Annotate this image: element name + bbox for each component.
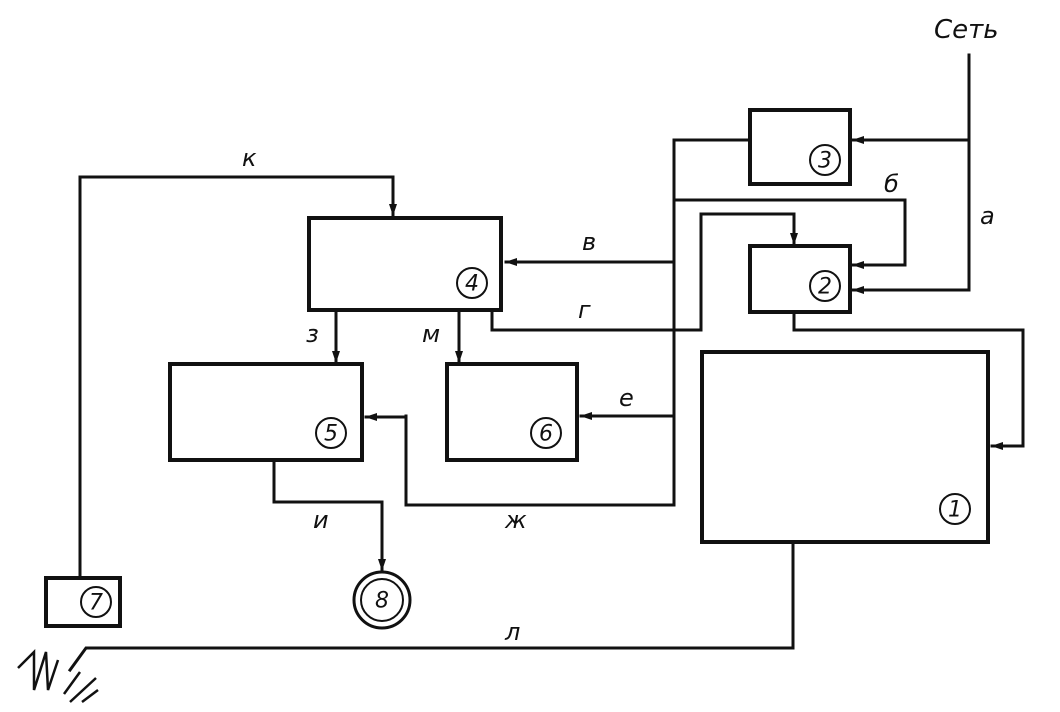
label-b: б bbox=[884, 170, 899, 198]
block-4-number: 4 bbox=[456, 267, 488, 299]
svg-text:2: 2 bbox=[818, 275, 832, 300]
label-v: в bbox=[582, 228, 596, 256]
label-z: з bbox=[306, 320, 319, 348]
block-1 bbox=[700, 350, 990, 544]
label-m: м bbox=[422, 320, 440, 348]
label-i: и bbox=[313, 506, 329, 534]
wire-i bbox=[272, 460, 386, 572]
wire-l bbox=[67, 543, 795, 673]
block-3-number: 3 bbox=[809, 144, 841, 176]
block-8-number: 8 bbox=[375, 589, 389, 614]
label-a: а bbox=[980, 202, 995, 230]
label-k: к bbox=[242, 144, 257, 172]
block-3 bbox=[748, 108, 852, 186]
label-g: г bbox=[578, 296, 591, 324]
label-l: л bbox=[504, 618, 520, 646]
block-6-number: 6 bbox=[530, 417, 562, 449]
spark-icon bbox=[17, 648, 99, 703]
block-2-number: 2 bbox=[809, 270, 841, 302]
svg-text:7: 7 bbox=[89, 591, 103, 616]
block-6 bbox=[445, 362, 579, 462]
wire-a bbox=[851, 53, 971, 294]
wire-b bbox=[672, 198, 907, 269]
svg-text:4: 4 bbox=[465, 272, 479, 297]
label-e: е bbox=[619, 384, 634, 412]
block-1-number: 1 bbox=[939, 493, 971, 525]
svg-text:3: 3 bbox=[818, 149, 832, 174]
wire-g bbox=[490, 212, 798, 332]
svg-text:1: 1 bbox=[948, 498, 962, 523]
network-label: Сеть bbox=[934, 15, 999, 45]
svg-text:5: 5 bbox=[324, 422, 338, 447]
wire-2-to-1 bbox=[792, 312, 1025, 450]
label-zh: ж bbox=[504, 506, 527, 534]
block-7-number: 7 bbox=[80, 586, 112, 618]
wire-k bbox=[78, 175, 397, 580]
block-5-number: 5 bbox=[315, 417, 347, 449]
block-8-inner bbox=[360, 578, 404, 622]
svg-text:6: 6 bbox=[539, 422, 553, 447]
wire-3-bus bbox=[404, 138, 752, 507]
